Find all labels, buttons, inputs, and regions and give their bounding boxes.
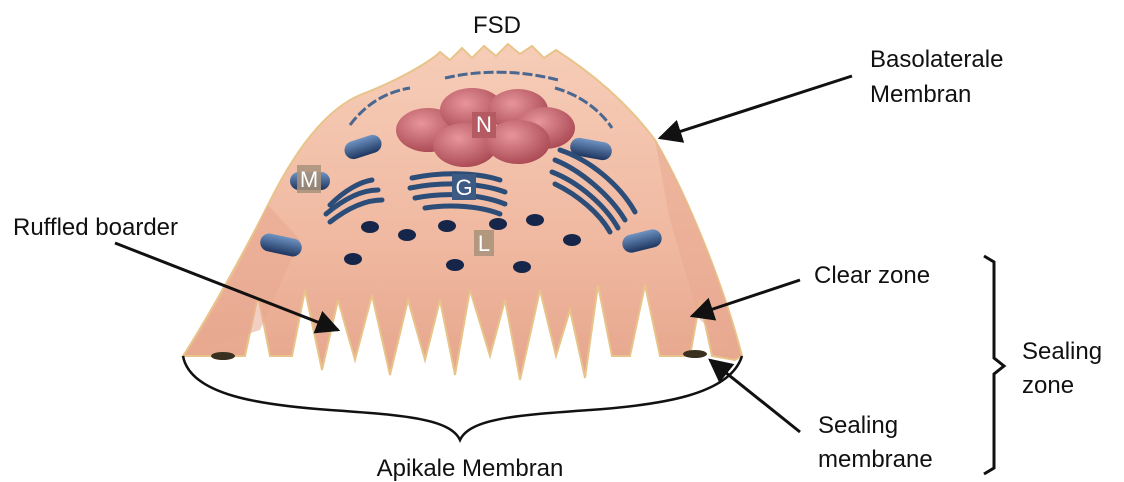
apikale-label: Apikale Membran <box>377 455 564 482</box>
clear-zone-label: Clear zone <box>814 262 930 289</box>
basolateral-arrow <box>660 76 852 138</box>
lysosome-label: L <box>478 231 490 256</box>
nucleus-label: N <box>476 112 492 137</box>
sealing-membrane-arrow <box>710 360 800 432</box>
sealing-spot-right <box>683 350 707 358</box>
sealing-membrane-label-line2: membrane <box>818 446 933 473</box>
fsd-label: FSD <box>473 12 521 39</box>
basolateral-label-line1: Basolaterale <box>870 46 1003 73</box>
sealing-zone-label-line2: zone <box>1022 372 1074 399</box>
sealing-zone-bracket <box>984 256 1004 474</box>
ruffled-label: Ruffled boarder <box>13 214 178 241</box>
sealing-spot-left <box>211 352 235 360</box>
golgi-label: G <box>455 175 472 200</box>
sealing-membrane-label-line1: Sealing <box>818 412 898 439</box>
apikale-brace <box>183 356 742 440</box>
basolateral-label-line2: Membran <box>870 81 971 108</box>
sealing-zone-label-line1: Sealing <box>1022 338 1102 365</box>
mitochondrion-label: M <box>300 167 318 192</box>
